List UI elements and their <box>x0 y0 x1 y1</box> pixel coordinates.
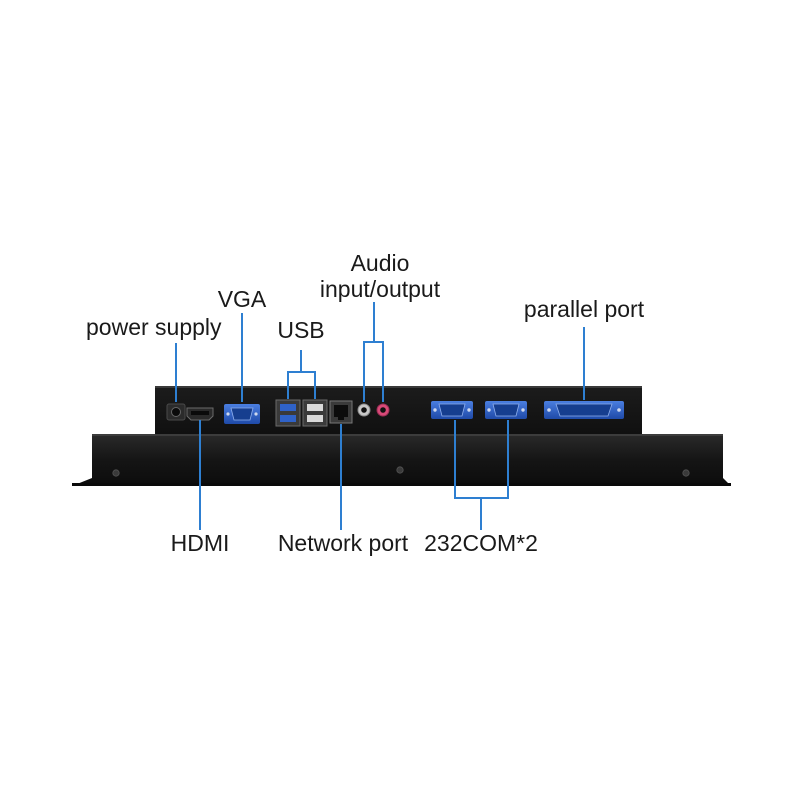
leader-lines <box>175 302 585 530</box>
parallel-port-label: parallel port <box>523 296 645 322</box>
network-port-label: Network port <box>277 530 409 556</box>
parallel-port <box>544 401 624 419</box>
vga-label: VGA <box>217 286 267 312</box>
screw-center <box>396 466 404 474</box>
audio-label-line1: Audio <box>350 250 410 276</box>
power-supply-label: power supply <box>86 314 222 340</box>
usb-label: USB <box>277 317 325 343</box>
power-jack <box>166 403 186 421</box>
com-port-2 <box>485 401 527 419</box>
hdmi-label: HDMI <box>170 530 230 556</box>
com-port-1 <box>431 401 473 419</box>
usb-ports <box>275 399 328 427</box>
front-bezel <box>72 434 731 486</box>
network-port <box>329 400 353 424</box>
audio-jacks <box>357 403 390 417</box>
screw-right <box>682 469 690 477</box>
com-label: 232COM*2 <box>424 530 538 556</box>
audio-label: Audio input/output <box>300 250 460 302</box>
audio-label-line2: input/output <box>319 276 441 302</box>
hdmi-port <box>186 407 214 421</box>
vga-port <box>224 404 260 424</box>
screw-left <box>112 469 120 477</box>
